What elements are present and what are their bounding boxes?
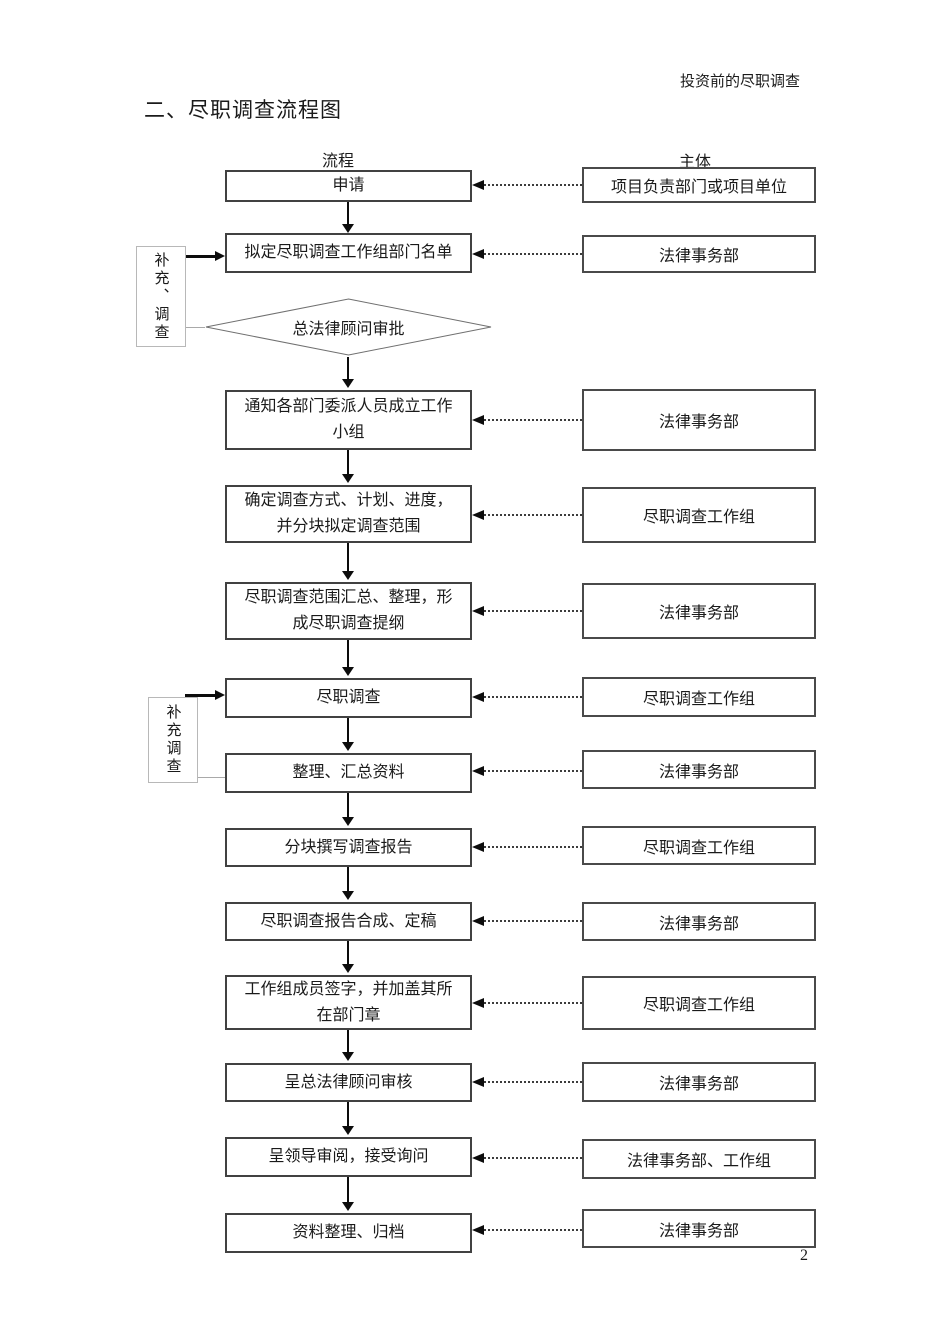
- feedback-line-horizontal: [172, 327, 205, 328]
- process-step-label: 资料整理、归档: [292, 1224, 405, 1241]
- subject-box: 法律事务部: [582, 1209, 816, 1248]
- decision-label: 总法律顾问审批: [292, 321, 405, 338]
- subject-label: 法律事务部: [658, 763, 739, 781]
- subject-label: 法律事务部: [658, 1222, 739, 1240]
- down-arrow: [342, 1102, 354, 1135]
- column-header-subject: 主体: [679, 154, 712, 171]
- subject-label: 法律事务部、工作组: [626, 1153, 771, 1170]
- dotted-connector: [472, 842, 582, 852]
- decision-diamond: 总法律顾问审批: [205, 298, 492, 356]
- process-step-box: 尽职调查: [225, 678, 472, 718]
- process-step-box: 工作组成员签字，并加盖其所在部门章: [225, 975, 472, 1030]
- subject-box: 法律事务部: [582, 750, 816, 789]
- feedback-label: 补充调查: [164, 704, 181, 776]
- down-arrow: [342, 793, 354, 826]
- process-step-label: 尽职调查范围汇总、整理，形成尽职调查提纲: [244, 589, 453, 632]
- process-step-box: 尽职调查范围汇总、整理，形成尽职调查提纲: [225, 582, 472, 640]
- process-step-label: 呈总法律顾问审核: [284, 1073, 413, 1091]
- dotted-connector: [472, 998, 582, 1008]
- dotted-connector: [472, 1077, 582, 1087]
- subject-label: 尽职调查工作组: [642, 691, 755, 708]
- subject-box: 尽职调查工作组: [582, 826, 816, 865]
- subject-label: 法律事务部: [658, 915, 739, 933]
- subject-box: 法律事务部: [582, 235, 816, 273]
- down-arrow: [342, 941, 354, 973]
- dotted-connector: [472, 249, 582, 259]
- feedback-arrow: [185, 690, 225, 700]
- feedback-label-box: 补充、调查: [136, 246, 186, 347]
- down-arrow: [342, 640, 354, 676]
- subject-label: 项目负责部门或项目单位: [610, 179, 787, 196]
- down-arrow: [342, 718, 354, 751]
- subject-box: 法律事务部、工作组: [582, 1139, 816, 1179]
- subject-box: 法律事务部: [582, 389, 816, 451]
- down-arrow: [342, 543, 354, 580]
- process-step-box: 分块撰写调查报告: [225, 828, 472, 867]
- subject-box: 尽职调查工作组: [582, 677, 816, 717]
- process-step-label: 申请: [332, 177, 365, 194]
- subject-label: 法律事务部: [658, 605, 739, 622]
- dotted-connector: [472, 916, 582, 926]
- process-step-box: 确定调查方式、计划、进度，并分块拟定调查范围: [225, 485, 472, 543]
- dotted-connector: [472, 180, 582, 190]
- process-step-box: 申请: [225, 170, 472, 202]
- dotted-connector: [472, 1225, 582, 1235]
- dotted-connector: [472, 766, 582, 776]
- subject-label: 尽职调查工作组: [642, 839, 755, 857]
- diamond-outline: [205, 298, 492, 356]
- feedback-label: 补充、调查: [152, 251, 169, 342]
- process-step-label: 拟定尽职调查工作组部门名单: [244, 244, 453, 261]
- subject-box: 尽职调查工作组: [582, 487, 816, 543]
- process-step-label: 确定调查方式、计划、进度，并分块拟定调查范围: [244, 492, 453, 535]
- down-arrow: [342, 357, 354, 388]
- process-step-box: 资料整理、归档: [225, 1213, 472, 1253]
- process-step-box: 呈总法律顾问审核: [225, 1063, 472, 1102]
- process-step-box: 拟定尽职调查工作组部门名单: [225, 233, 472, 273]
- column-header-process: 流程: [322, 153, 355, 170]
- process-step-box: 呈领导审阅，接受询问: [225, 1137, 472, 1177]
- dotted-connector: [472, 415, 582, 425]
- process-step-label: 整理、汇总资料: [292, 764, 405, 781]
- process-step-box: 尽职调查报告合成、定稿: [225, 902, 472, 941]
- feedback-arrow: [172, 251, 225, 261]
- process-step-label: 工作组成员签字，并加盖其所在部门章: [244, 980, 453, 1024]
- page-number: 2: [800, 1247, 808, 1264]
- feedback-line-horizontal: [185, 777, 225, 778]
- subject-label: 法律事务部: [658, 414, 739, 431]
- running-header: 投资前的尽职调查: [680, 74, 801, 90]
- dotted-connector: [472, 692, 582, 702]
- down-arrow: [342, 1177, 354, 1211]
- down-arrow: [342, 450, 354, 483]
- subject-label: 法律事务部: [658, 248, 739, 265]
- process-step-label: 呈领导审阅，接受询问: [268, 1148, 429, 1165]
- subject-box: 法律事务部: [582, 583, 816, 639]
- process-step-box: 通知各部门委派人员成立工作小组: [225, 390, 472, 450]
- down-arrow: [342, 202, 354, 233]
- dotted-connector: [472, 1153, 582, 1163]
- dotted-connector: [472, 606, 582, 616]
- process-step-label: 尽职调查报告合成、定稿: [260, 912, 437, 930]
- subject-label: 法律事务部: [658, 1076, 739, 1093]
- process-step-label: 通知各部门委派人员成立工作小组: [244, 398, 453, 441]
- process-step-label: 分块撰写调查报告: [284, 838, 413, 856]
- subject-box: 项目负责部门或项目单位: [582, 167, 816, 203]
- subject-box: 法律事务部: [582, 1062, 816, 1102]
- subject-box: 尽职调查工作组: [582, 976, 816, 1030]
- down-arrow: [342, 867, 354, 900]
- subject-label: 尽职调查工作组: [642, 997, 755, 1014]
- page-title: 二、尽职调查流程图: [144, 98, 342, 122]
- dotted-connector: [472, 510, 582, 520]
- feedback-label-box: 补充调查: [148, 697, 198, 783]
- process-step-box: 整理、汇总资料: [225, 753, 472, 793]
- down-arrow: [342, 1030, 354, 1061]
- subject-label: 尽职调查工作组: [642, 509, 755, 526]
- subject-box: 法律事务部: [582, 902, 816, 941]
- process-step-label: 尽职调查: [316, 689, 381, 706]
